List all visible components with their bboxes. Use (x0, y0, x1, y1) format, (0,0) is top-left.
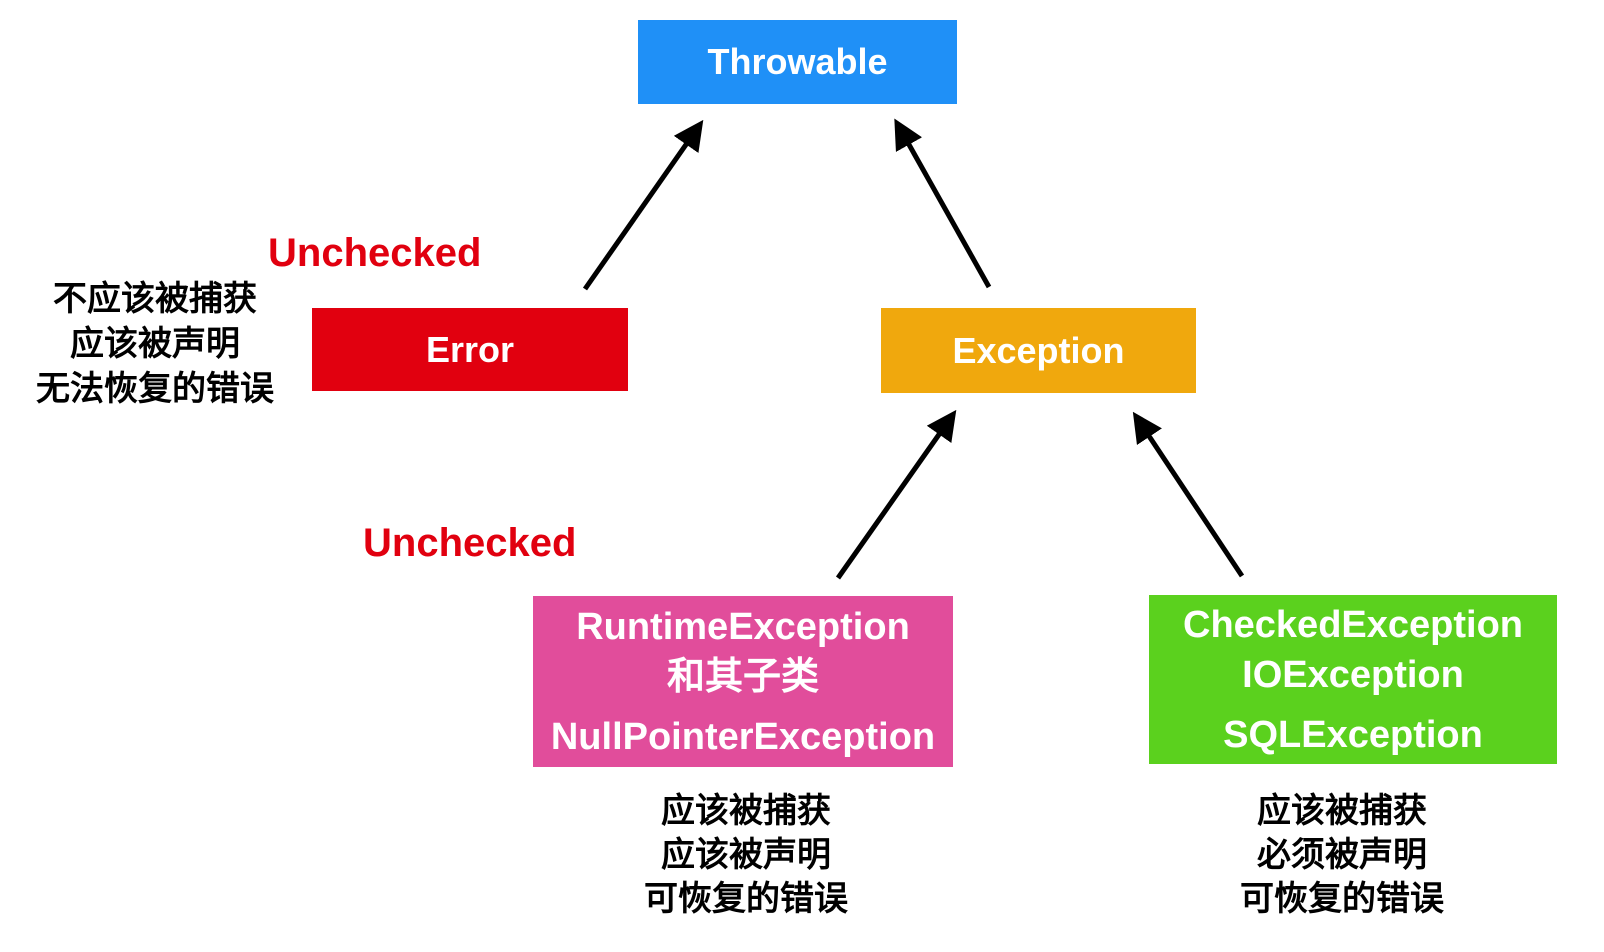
node-checked-exception: CheckedException IOException SQLExceptio… (1149, 595, 1557, 764)
node-checked-line-3: SQLException (1223, 713, 1483, 756)
node-checked-line-1: CheckedException (1183, 603, 1523, 646)
node-throwable-label: Throwable (707, 41, 888, 82)
node-throwable: Throwable (638, 20, 957, 104)
node-runtime-line-2: 和其子类 (666, 655, 819, 698)
error-note: 不应该被捕获 应该被声明 无法恢复的错误 (5, 277, 305, 412)
checked-note-line-2: 必须被声明 (1257, 836, 1427, 874)
node-runtime-exception: RuntimeException 和其子类 NullPointerExcepti… (533, 596, 953, 767)
arrow-exception-to-throwable (894, 118, 992, 289)
runtime-note-line-1: 应该被捕获 (661, 792, 831, 830)
checked-note-line-1: 应该被捕获 (1257, 792, 1427, 830)
runtime-note: 应该被捕获 应该被声明 可恢复的错误 (596, 789, 896, 921)
node-exception-label: Exception (952, 329, 1125, 371)
node-error: Error (312, 308, 628, 391)
checked-note: 应该被捕获 必须被声明 可恢复的错误 (1192, 789, 1492, 921)
error-note-line-3: 无法恢复的错误 (36, 370, 274, 408)
node-checked-line-2: IOException (1242, 653, 1464, 696)
arrow-checked-to-exception (1132, 411, 1245, 578)
runtime-note-line-2: 应该被声明 (661, 836, 831, 874)
arrow-runtime-to-exception (835, 409, 957, 580)
node-error-label: Error (425, 328, 515, 370)
runtime-note-line-3: 可恢复的错误 (644, 880, 848, 918)
error-note-line-1: 不应该被捕获 (53, 280, 257, 318)
unchecked-label-error: Unchecked (268, 231, 482, 275)
unchecked-label-runtime: Unchecked (363, 521, 577, 565)
arrow-error-to-throwable (582, 119, 704, 291)
node-runtime-line-3: NullPointerException (550, 715, 936, 758)
node-runtime-line-1: RuntimeException (576, 605, 910, 648)
checked-note-line-3: 可恢复的错误 (1240, 880, 1444, 918)
error-note-line-2: 应该被声明 (70, 325, 240, 363)
node-exception: Exception (881, 308, 1196, 393)
